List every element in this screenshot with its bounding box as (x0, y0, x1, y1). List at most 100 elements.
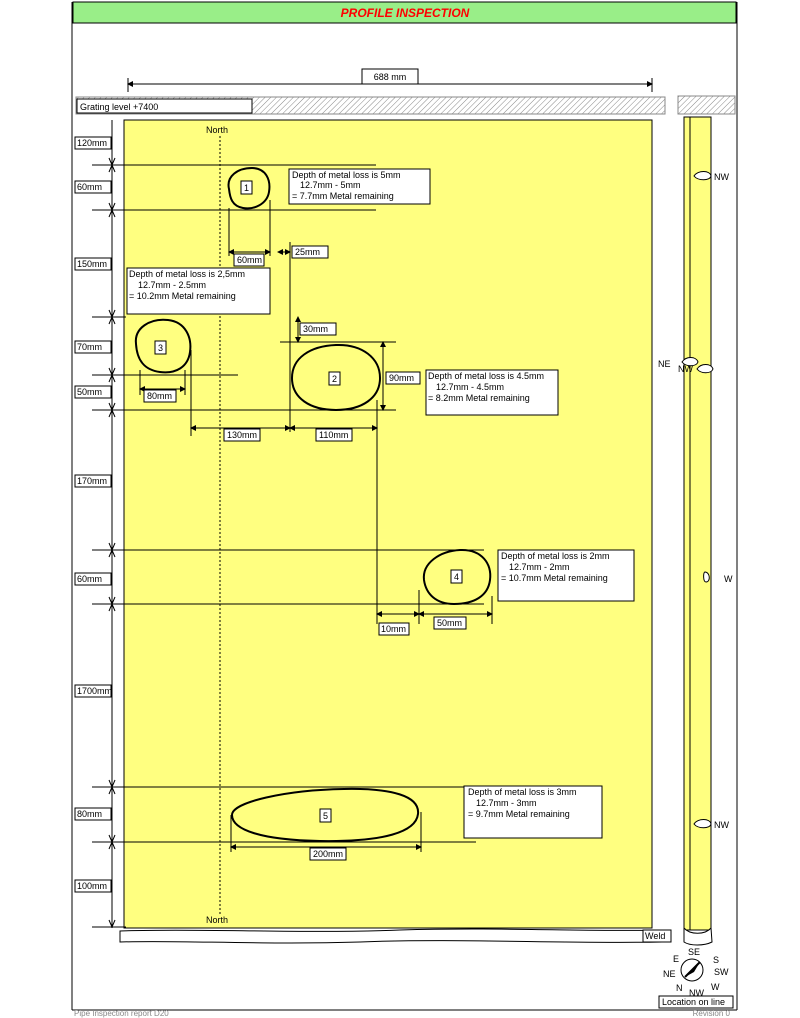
gap-3-2-label: 130mm (227, 430, 257, 440)
side-label-w: W (724, 574, 733, 584)
d3-width-box (143, 389, 177, 403)
width-label: 688 mm (374, 72, 407, 82)
location-legend-box (658, 995, 734, 1009)
defect-5-note-box (463, 785, 603, 839)
defect-5-note-line-2: 12.7mm - 3mm (476, 798, 537, 808)
d2-voffset-box (299, 322, 337, 336)
defect-1-note-line-2: 12.7mm - 5mm (300, 180, 361, 190)
defect-4-id: 4 (454, 572, 459, 582)
d2-height-box (385, 371, 421, 385)
side-view-marker-nw-bottom (693, 819, 712, 829)
side-label-nw-top: NW (714, 172, 729, 182)
defect-1-note-line-1: Depth of metal loss is 5mm (292, 170, 401, 180)
footer-left: Pipe Inspection report D20 (74, 1009, 169, 1018)
defect-2-id-box (328, 371, 341, 386)
defect-3-outline (134, 318, 192, 374)
weld-seam (119, 928, 663, 944)
defect-2-note-line-1: Depth of metal loss is 4.5mm (428, 371, 544, 381)
gap-3-2-box (223, 428, 261, 442)
gap-2-4-box (378, 622, 410, 636)
compass-se: SE (688, 947, 700, 957)
defect-5-note-line-3: = 9.7mm Metal remaining (468, 809, 570, 819)
vdim-label-7: 60mm (77, 574, 102, 584)
defect-3-note-box (126, 267, 271, 315)
compass-nw: NW (689, 988, 704, 998)
compass (680, 958, 704, 982)
vdim-box-9 (74, 807, 112, 821)
side-view-marker-w (703, 571, 710, 583)
vdim-label-5: 50mm (77, 387, 102, 397)
location-legend-label: Location on line (662, 997, 725, 1007)
defect-4-id-box (450, 569, 463, 584)
defect-4-note-box (497, 549, 635, 602)
header-bar (72, 1, 737, 24)
defect-1-note-line-3: = 7.7mm Metal remaining (292, 191, 394, 201)
defect-2-id: 2 (332, 374, 337, 384)
vdim-label-2: 60mm (77, 182, 102, 192)
vdim-box-3 (74, 257, 112, 271)
defect-2-note-line-3: = 8.2mm Metal remaining (428, 393, 530, 403)
grating-label: Grating level +7400 (80, 102, 158, 112)
defect-5-outline (230, 787, 420, 843)
defect-5-id-box (319, 808, 332, 823)
compass-e: E (673, 954, 679, 964)
vdim-box-10 (74, 879, 112, 893)
defect-5-id: 5 (323, 811, 328, 821)
vdim-label-9: 80mm (77, 809, 102, 819)
defect-3-id-box (154, 340, 167, 355)
compass-w: W (711, 982, 720, 992)
defect-1-note-box (288, 168, 431, 205)
vdim-box-1 (74, 136, 112, 150)
d5-width-label: 200mm (313, 849, 343, 859)
defect-5-note-line-1: Depth of metal loss is 3mm (468, 787, 577, 797)
d3-width-label: 80mm (147, 391, 172, 401)
d2-voffset-label: 30mm (303, 324, 328, 334)
defect-1-id-box (240, 180, 253, 195)
defect-2-note-box (425, 369, 559, 416)
d1-width-label: 60mm (237, 255, 262, 265)
vdim-box-4 (74, 340, 112, 354)
vdim-label-10: 100mm (77, 881, 107, 891)
side-view-marker-nw-mid (696, 364, 714, 374)
vdim-box-8 (74, 684, 112, 698)
weld-label-box (642, 929, 672, 943)
defect-3-note-line-2: 12.7mm - 2.5mm (138, 280, 206, 290)
d2-width-box (315, 428, 353, 442)
side-label-nw-mid: NW (678, 364, 693, 374)
defect-2-note-line-2: 12.7mm - 4.5mm (436, 382, 504, 392)
d1-offset-label: 25mm (295, 247, 320, 257)
compass-n: N (676, 983, 683, 993)
vdim-box-5 (74, 385, 112, 399)
grating-label-box (76, 98, 253, 114)
vertical-dimension-ticks (92, 164, 484, 928)
page-title: PROFILE INSPECTION (341, 6, 470, 20)
vdim-box-7 (74, 572, 112, 586)
vertical-dimension-arrows (108, 157, 116, 929)
width-label-box (361, 68, 419, 85)
compass-arrow-shaft (684, 961, 701, 978)
d1-width-box (233, 253, 265, 267)
vdim-box-6 (74, 474, 112, 488)
defect-1-outline (227, 166, 271, 210)
defect-1-id: 1 (244, 183, 249, 193)
north-label-bottom: North (206, 915, 228, 925)
vdim-label-3: 150mm (77, 259, 107, 269)
compass-sw: SW (714, 967, 729, 977)
side-view-marker-ne (681, 357, 699, 367)
footer-right: Revision 0 (693, 1009, 731, 1018)
vdim-label-6: 170mm (77, 476, 107, 486)
weld-label: Weld (645, 931, 665, 941)
north-label-top: North (206, 125, 228, 135)
vdim-box-2 (74, 180, 112, 194)
defect-3-id: 3 (158, 343, 163, 353)
defect-4-outline (422, 548, 492, 606)
d5-width-box (309, 847, 347, 861)
side-view-pipe (683, 116, 712, 931)
side-label-nw-bottom: NW (714, 820, 729, 830)
d1-offset-box (291, 245, 329, 259)
defect-4-note-line-1: Depth of metal loss is 2mm (501, 551, 610, 561)
defect-3-note-line-1: Depth of metal loss is 2,5mm (129, 269, 245, 279)
side-view-marker-nw-top (693, 171, 712, 181)
d2-height-label: 90mm (389, 373, 414, 383)
